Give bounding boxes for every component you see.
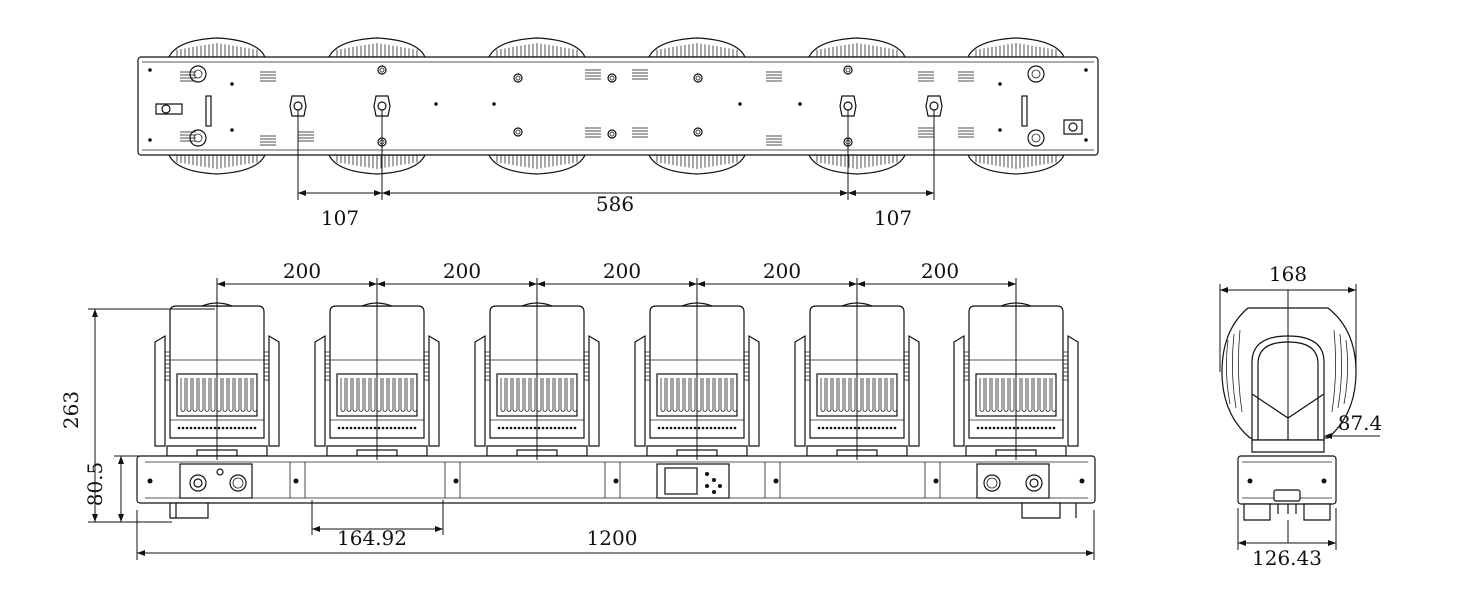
top-view-head-2 bbox=[328, 37, 426, 175]
side-dimensions bbox=[1219, 284, 1380, 550]
bottom-dimension bbox=[136, 500, 1095, 560]
spacing-label-1: 200 bbox=[283, 259, 321, 283]
front-display-panel bbox=[656, 463, 730, 499]
top-dimension-lines bbox=[297, 110, 935, 200]
side-head-fins bbox=[1226, 329, 1348, 413]
total-height-label: 263 bbox=[59, 391, 83, 429]
top-view-head-6 bbox=[967, 37, 1065, 175]
side-head-width-label: 168 bbox=[1269, 262, 1307, 286]
top-view-head-1 bbox=[168, 37, 266, 175]
spacing-label-3: 200 bbox=[603, 259, 641, 283]
side-base bbox=[1237, 455, 1337, 505]
top-view-heads bbox=[168, 37, 1065, 175]
height-dimension bbox=[88, 308, 215, 523]
top-dim-center: 586 bbox=[596, 192, 634, 216]
top-view-head-4 bbox=[648, 37, 746, 175]
head-spacing-dimension bbox=[216, 278, 1017, 460]
top-view-head-3 bbox=[488, 37, 586, 175]
top-view-bar bbox=[137, 56, 1099, 156]
spacing-label-2: 200 bbox=[443, 259, 481, 283]
top-dim-left: 107 bbox=[321, 206, 359, 230]
top-dim-right: 107 bbox=[874, 206, 912, 230]
side-base-width-label: 126.43 bbox=[1252, 546, 1322, 570]
top-view-details bbox=[148, 65, 1088, 147]
top-view-head-5 bbox=[808, 37, 906, 175]
spacing-label-5: 200 bbox=[921, 259, 959, 283]
base-height-label: 80.5 bbox=[83, 462, 107, 507]
front-connector-panel-left bbox=[179, 463, 253, 499]
top-view: 107 586 107 bbox=[137, 37, 1099, 230]
side-view: 168 87.4 126.43 bbox=[1219, 262, 1383, 570]
front-view-heads bbox=[154, 302, 1079, 457]
panel-width-label: 164.92 bbox=[337, 526, 407, 550]
total-length-label: 1200 bbox=[587, 526, 638, 550]
front-view: 200 200 200 200 200 263 80.5 164.92 bbox=[59, 259, 1096, 560]
side-pivot-height-label: 87.4 bbox=[1338, 411, 1383, 435]
spacing-label-4: 200 bbox=[763, 259, 801, 283]
